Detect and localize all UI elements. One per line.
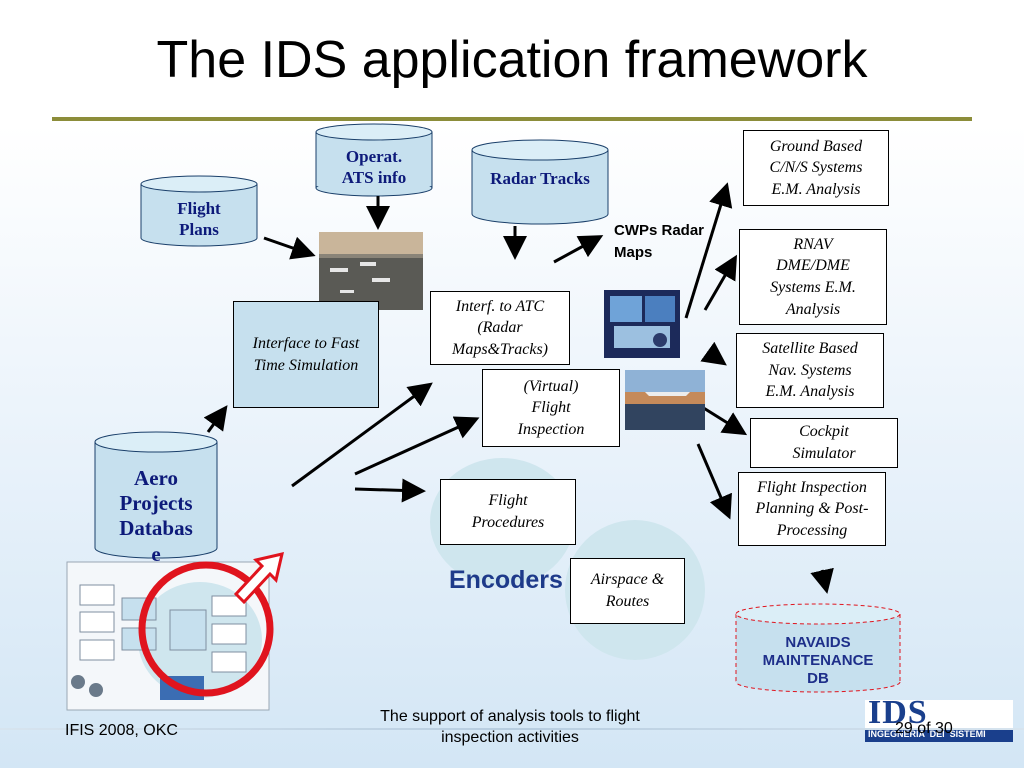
operat-ats-cylinder [315,123,433,197]
footer-divider [0,728,1024,730]
ids-logo-letters: IDS [868,694,928,731]
flight-plans-cylinder [140,175,258,247]
ids-logo-tagline: INGEGNERIA DEI SISTEMI [868,729,986,739]
airspace-routes-box: Airspace &Routes [570,558,685,624]
arrow-db-to-procedures [354,478,426,503]
simulator-image [604,290,680,358]
arrow-to-ground-based [684,182,733,319]
title-underline [52,117,972,121]
arrow-to-satellite [700,341,727,366]
arrow-to-rnav [703,254,738,311]
framework-thumbnail [66,561,270,711]
operat-ats-label: Operat.ATS info [341,146,407,187]
aero-db-cylinder [94,431,218,559]
navaids-db-cylinder [735,603,901,693]
highlight-pointer [233,551,285,605]
highlight-circle [138,561,274,697]
radar-tracks-cylinder [471,139,609,225]
arrow-db-to-virtual [354,416,480,476]
airport-image [319,232,423,310]
radar-tracks-label: Radar Tracks [490,169,590,188]
arrow-to-cwps [553,235,604,264]
encoders-label: Encoders [449,566,563,594]
arrow-flightplans-to-image [263,236,316,260]
footer-event: IFIS 2008, OKC [65,722,178,739]
arrow-db-to-interf [291,382,433,488]
arrow-to-navaids [810,567,834,594]
page-number: 29 of 30 [895,720,953,737]
slide-title: The IDS application framework [156,31,868,89]
aircraft-image [625,370,705,430]
connector-arrows [203,182,834,594]
arrow-db-to-fasttime [203,405,228,433]
ids-logo [865,700,1013,742]
arrow-to-fi-planning [696,443,732,520]
